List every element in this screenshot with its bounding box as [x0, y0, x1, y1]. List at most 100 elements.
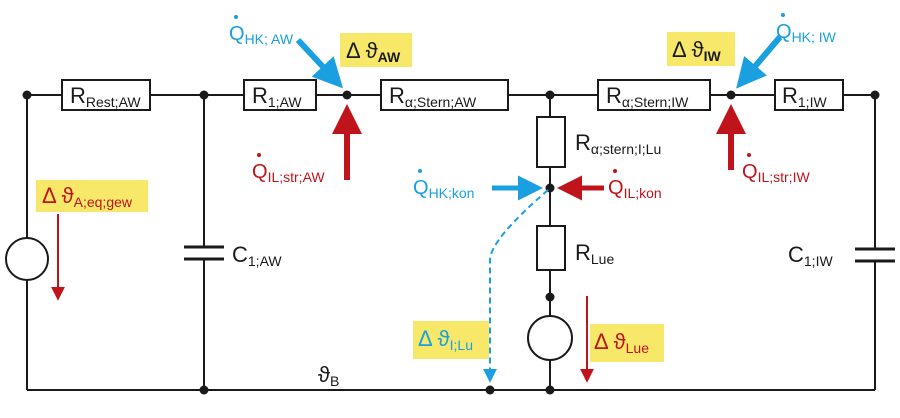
node-top-right — [870, 90, 880, 100]
svg-text:QIL;kon: QIL;kon — [608, 177, 662, 201]
resistor-r-alpha-stern-iw: Rα;Stern;IW — [597, 79, 711, 111]
resistor-r-lue: RLue — [536, 225, 614, 271]
svg-text:QHK;kon: QHK;kon — [413, 177, 474, 201]
resistor-r-alpha-stern-aw: Rα;Stern;AW — [380, 79, 509, 111]
node-top-c1aw — [199, 90, 209, 100]
dt-a-eq-gew-main: Δ ϑ — [42, 183, 74, 208]
q-il-str-iw-dot — [747, 153, 751, 157]
r-1-aw-main: R — [252, 83, 268, 108]
label-dt-lue: Δ ϑLue — [590, 324, 664, 362]
r-1-iw-sub: 1;IW — [798, 94, 828, 110]
label-dt-a-eq-gew: Δ ϑA;eq;gew — [36, 180, 148, 212]
q-il-str-aw-dot — [257, 153, 261, 157]
dt-aw-main: Δ ϑ — [346, 38, 378, 63]
label-q-hk-iw: QHK; IW — [776, 13, 837, 45]
label-q-il-str-aw: QIL;str;AW — [252, 153, 325, 185]
svg-text:QIL;str;IW: QIL;str;IW — [742, 161, 810, 185]
theta-b-sub: B — [330, 373, 339, 389]
svg-text:Δ ϑAW: Δ ϑAW — [346, 38, 401, 65]
dt-lue-sub: Lue — [626, 340, 650, 356]
svg-text:Δ ϑLue: Δ ϑLue — [594, 329, 649, 356]
dt-a-eq-gew-sub: A;eq;gew — [74, 194, 133, 210]
r-alpha-stern-i-lu-main: R — [575, 130, 591, 155]
q-hk-kon-dot — [418, 169, 422, 173]
source-lue — [527, 315, 573, 361]
node-bottom-dashed — [485, 385, 495, 395]
svg-text:R1;IW: R1;IW — [782, 83, 827, 110]
r-rest-aw-main: R — [70, 83, 86, 108]
dt-lue-main: Δ ϑ — [594, 329, 626, 354]
arrow-q-hk-aw — [295, 37, 344, 89]
svg-text:QHK; IW: QHK; IW — [776, 21, 837, 45]
theta-b-main: ϑ — [318, 362, 330, 387]
label-dt-i-lu: Δ ϑI;Lu — [413, 321, 489, 359]
q-hk-aw-dot — [234, 15, 238, 19]
r-1-iw-main: R — [782, 83, 798, 108]
label-theta-b: ϑB — [318, 362, 339, 389]
q-il-str-aw-sub: IL;str;AW — [268, 169, 326, 185]
svg-text:Δ ϑA;eq;gew: Δ ϑA;eq;gew — [42, 183, 133, 210]
dt-i-lu-sub: I;Lu — [450, 337, 473, 353]
label-dt-aw: Δ ϑAW — [340, 33, 412, 67]
svg-text:R1;AW: R1;AW — [252, 83, 302, 110]
svg-text:Rα;Stern;AW: Rα;Stern;AW — [389, 83, 477, 110]
q-il-str-iw-sub: IL;str;IW — [758, 169, 811, 185]
dt-i-lu-main: Δ ϑ — [418, 326, 450, 351]
r-alpha-stern-aw-main: R — [389, 83, 405, 108]
arrow-dt-i-lu-dashed — [483, 189, 549, 383]
label-q-hk-aw: QHK; AW — [229, 15, 294, 47]
node-aw — [342, 90, 352, 100]
svg-text:C1;IW: C1;IW — [788, 242, 833, 269]
c-1-aw-main: C — [232, 242, 248, 267]
r-alpha-stern-i-lu-sub: α;stern;I;Lu — [591, 141, 661, 157]
arrow-q-hk-iw — [736, 35, 783, 89]
q-hk-iw-main: Q — [776, 21, 792, 43]
node-iw — [726, 90, 736, 100]
resistor-r-1-aw: R1;AW — [243, 79, 317, 111]
node-bottom-c1aw — [199, 385, 209, 395]
c-1-aw-sub: 1;AW — [248, 253, 282, 269]
r-alpha-stern-iw-sub: α;Stern;IW — [622, 94, 689, 110]
svg-text:Δ ϑI;Lu: Δ ϑI;Lu — [418, 326, 473, 353]
svg-text:Δ ϑIW: Δ ϑIW — [672, 37, 722, 64]
q-hk-iw-dot — [781, 13, 785, 17]
dt-aw-sub: AW — [378, 49, 401, 65]
c-1-iw-main: C — [788, 242, 804, 267]
c-1-iw-sub: 1;IW — [804, 253, 834, 269]
r-1-aw-sub: 1;AW — [268, 94, 302, 110]
svg-text:RRest;AW: RRest;AW — [70, 83, 141, 110]
node-top-left — [22, 90, 32, 100]
r-alpha-stern-aw-sub: α;Stern;AW — [405, 94, 477, 110]
svg-text:Rα;Stern;IW: Rα;Stern;IW — [606, 83, 689, 110]
resistor-r-1-iw: R1;IW — [774, 79, 844, 111]
resistor-r-rest-aw: RRest;AW — [61, 79, 151, 111]
node-bottom-mid — [545, 385, 555, 395]
svg-text:Rα;stern;I;Lu: Rα;stern;I;Lu — [575, 130, 661, 157]
svg-text:ϑB: ϑB — [318, 362, 339, 389]
resistor-r-alpha-stern-i-lu: Rα;stern;I;Lu — [536, 116, 661, 168]
q-hk-iw-sub: HK; IW — [792, 29, 837, 45]
label-q-il-kon: QIL;kon — [608, 169, 662, 201]
q-hk-aw-main: Q — [229, 23, 245, 45]
nodes — [22, 90, 880, 395]
svg-text:QHK; AW: QHK; AW — [229, 23, 294, 47]
source-left — [5, 237, 49, 281]
dt-iw-sub: IW — [704, 48, 722, 64]
capacitor-c-1-aw: C1;AW — [184, 242, 282, 269]
node-mid-lower — [545, 292, 555, 302]
q-il-kon-sub: IL;kon — [624, 185, 662, 201]
r-lue-sub: Lue — [591, 251, 615, 267]
label-q-il-str-iw: QIL;str;IW — [742, 153, 810, 185]
q-hk-kon-main: Q — [413, 177, 429, 199]
r-rest-aw-sub: Rest;AW — [86, 94, 141, 110]
svg-text:RLue: RLue — [575, 240, 614, 267]
label-dt-iw: Δ ϑIW — [667, 32, 735, 66]
svg-text:C1;AW: C1;AW — [232, 242, 282, 269]
q-il-kon-main: Q — [608, 177, 624, 199]
q-il-str-iw-main: Q — [742, 161, 758, 183]
svg-text:QIL;str;AW: QIL;str;AW — [252, 161, 325, 185]
r-lue-main: R — [575, 240, 591, 265]
capacitor-c-1-iw: C1;IW — [788, 242, 895, 269]
